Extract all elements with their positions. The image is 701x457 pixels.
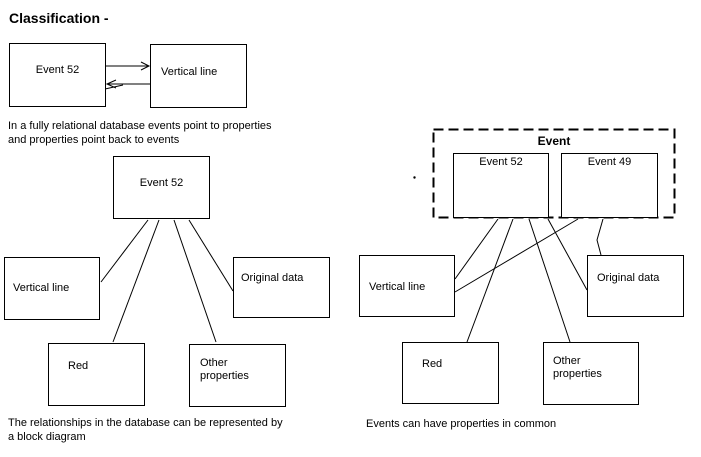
vertical-line-label: Vertical line [369, 281, 426, 293]
caption-line: and properties point back to events [8, 134, 180, 146]
arrowhead-left-icon [105, 79, 117, 89]
connector-line [173, 219, 217, 343]
red-label: Red [68, 360, 89, 372]
caption-line: In a fully relational database events po… [8, 120, 272, 132]
vertical-line-label: Vertical line [161, 66, 218, 78]
caption-relational-database: In a fully relational database events po… [8, 119, 272, 147]
vertical-line-box: Vertical line [150, 44, 247, 108]
other-properties-label: Other properties [553, 355, 602, 380]
caption-line: a block diagram [8, 431, 86, 443]
original-data-label: Original data [597, 272, 660, 284]
connector-line [100, 219, 149, 283]
event-52-label: Event 52 [35, 64, 80, 76]
caption-block-diagram: The relationships in the database can be… [8, 416, 283, 444]
caption-line: The relationships in the database can be… [8, 417, 283, 429]
event-group-dashed-border [432, 128, 676, 219]
event-group-label: Event [537, 134, 571, 148]
event-49-box: Event 49 [561, 153, 658, 218]
event-52-box: Event 52 [113, 156, 210, 219]
connector-line [528, 218, 571, 343]
connector-line [454, 218, 579, 293]
connector-line [547, 218, 588, 291]
event-52-label: Event 52 [139, 177, 184, 189]
other-properties-box: Other properties [189, 344, 286, 407]
red-box: Red [402, 342, 499, 404]
red-label: Red [422, 358, 443, 370]
stray-dot [413, 176, 416, 179]
connector-line [454, 218, 499, 280]
caption-common-properties: Events can have properties in common [366, 418, 557, 430]
connector-line [112, 219, 160, 343]
original-data-box: Original data [233, 257, 330, 318]
original-data-label: Original data [241, 272, 304, 284]
connector-line [466, 218, 514, 343]
connector-line [188, 219, 234, 292]
event-52-box: Event 52 [9, 43, 106, 107]
connector-line [596, 218, 604, 256]
event-52-label: Event 52 [479, 156, 523, 168]
vertical-line-box: Vertical line [359, 255, 455, 317]
arrowhead-right-icon [140, 61, 151, 71]
vertical-line-label: Vertical line [13, 282, 70, 294]
page-title: Classification - [9, 10, 109, 26]
event-49-label: Event 49 [587, 156, 632, 168]
event-52-box: Event 52 [453, 153, 549, 218]
original-data-box: Original data [587, 255, 684, 317]
other-properties-label: Other properties [200, 357, 249, 382]
vertical-line-box: Vertical line [4, 257, 100, 320]
other-properties-box: Other properties [543, 342, 639, 405]
red-box: Red [48, 343, 145, 406]
arrowhead-sketch-stroke [104, 84, 124, 90]
